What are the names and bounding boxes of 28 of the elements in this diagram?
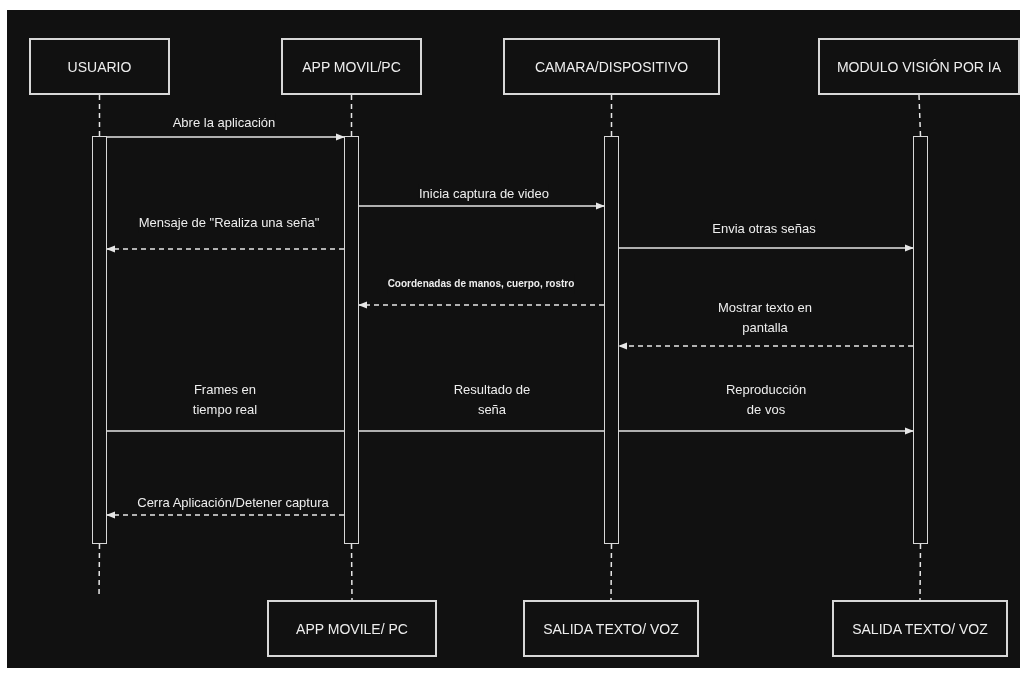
participant-box: APP MOVIL/PC <box>281 38 422 95</box>
activation-bar <box>604 136 619 544</box>
lifeline <box>350 94 353 137</box>
participant-box: CAMARA/DISPOSITIVO <box>503 38 720 95</box>
lifeline <box>350 543 353 601</box>
message-arrow <box>106 133 345 141</box>
message-arrow <box>358 301 605 309</box>
participant-box: APP MOVILE/ PC <box>267 600 437 657</box>
lifeline <box>918 94 922 137</box>
message-arrow <box>106 245 345 253</box>
message-arrow <box>358 202 605 210</box>
activation-bar <box>92 136 107 544</box>
participant-box: MODULO VISIÓN POR IA <box>818 38 1020 95</box>
lifeline <box>610 94 613 137</box>
activation-bar <box>913 136 928 544</box>
message-arrow <box>618 427 914 435</box>
lifeline <box>919 543 922 601</box>
participant-box: SALIDA TEXTO/ VOZ <box>523 600 699 657</box>
message-arrow <box>618 342 914 350</box>
message-arrow <box>618 244 914 252</box>
participant-box: SALIDA TEXTO/ VOZ <box>832 600 1008 657</box>
participant-box: USUARIO <box>29 38 170 95</box>
message-arrow <box>106 511 345 519</box>
message-line <box>106 430 345 432</box>
activation-bar <box>344 136 359 544</box>
lifeline <box>98 94 101 137</box>
message-line <box>358 430 605 432</box>
lifeline <box>610 543 613 601</box>
